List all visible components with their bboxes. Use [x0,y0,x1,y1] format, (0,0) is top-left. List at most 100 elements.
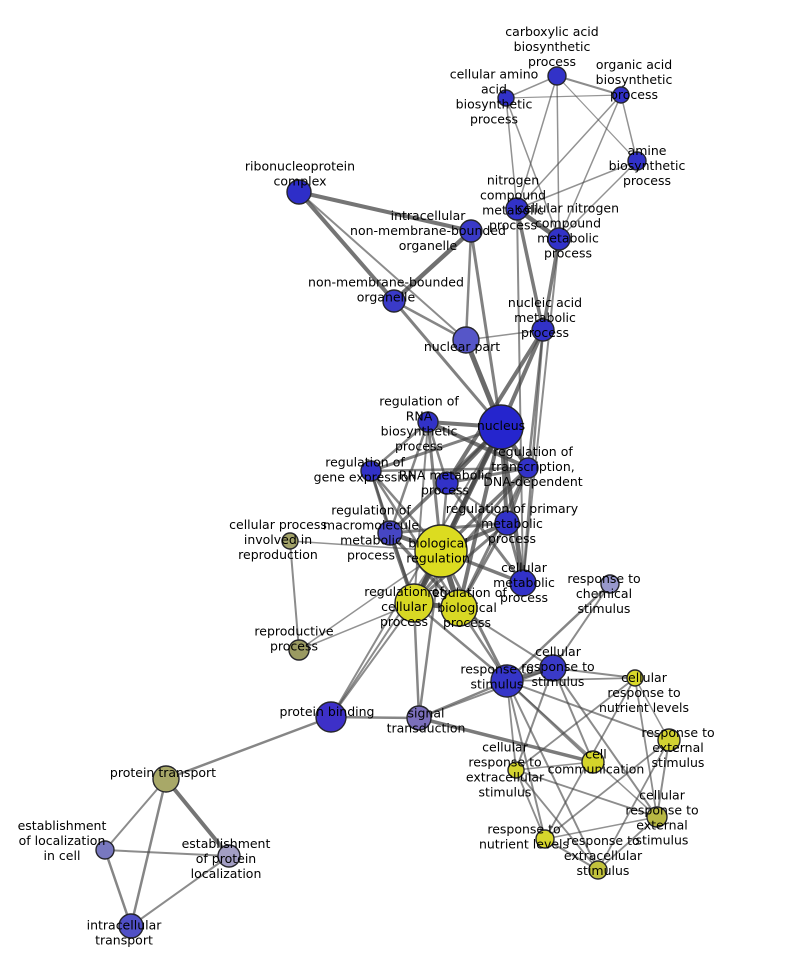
node-cellprorep[interactable] [281,532,299,550]
node-label-prottrans-line1: protein transport [110,765,216,780]
edge-organic--nitrogen [516,94,622,210]
node-label-regmacro-line1: regulation of [331,503,411,518]
node-cellrespstim[interactable] [539,654,567,682]
node-label-carbox-line2: biosynthetic [514,39,591,54]
node-rnamet[interactable] [435,471,459,495]
edge-regcell--protbind [330,602,415,718]
node-label-cellrespextra-line2: response to [468,755,541,770]
node-nucpart[interactable] [452,326,480,354]
edge-amine--nitrogen [516,160,638,210]
node-label-respextra-line3: stimulus [577,863,630,878]
node-label-regcell-line3: process [380,614,428,629]
edge-prottrans--estloccell [104,778,167,851]
node-reggene[interactable] [360,460,382,482]
node-label-cellrespext-line2: response to [625,803,698,818]
node-estprotloc[interactable] [217,844,241,868]
node-label-nucacid-line1: nucleic acid [508,295,582,310]
edge-respext--respextra [597,739,670,871]
node-amino[interactable] [497,89,515,107]
node-label-cellrespnutr-line1: cellular [621,670,668,685]
node-label-estprotloc-line2: of protein [196,851,256,866]
edge-cellrespnutr--respext [634,677,670,741]
node-regmacro[interactable] [377,520,403,546]
node-amine[interactable] [627,151,647,171]
edge-respextra--cellrespext [597,816,658,871]
node-respextra[interactable] [588,860,608,880]
edge-ribo--nucpart [298,191,467,341]
node-label-cellprorep-line3: reproduction [238,547,318,562]
edge-sigtrans--cellcomm [417,716,595,764]
node-ribo[interactable] [286,179,312,205]
node-regbio[interactable] [440,589,478,627]
node-label-carbox-line3: process [528,54,576,69]
node-regprim[interactable] [494,510,520,536]
edge-intranmb--nucpart [464,229,473,342]
node-label-cellnitro-line1: cellular nitrogen [517,201,619,216]
node-cellrespext[interactable] [646,806,668,828]
edge-nucleus--regbio [457,425,503,610]
node-prottrans[interactable] [152,765,180,793]
node-label-respextra-line2: extracellular [564,848,643,863]
node-nucleus[interactable] [478,404,524,450]
node-label-regprim-line1: regulation of primary [446,501,579,516]
edge-cellrespstim--cellrespnutr [552,667,636,679]
node-label-cellcomm-line2: communication [548,762,645,777]
node-nmb[interactable] [382,289,406,313]
node-repro[interactable] [288,639,310,661]
node-label-amine-line1: amine [628,143,667,158]
node-label-amino-line1: cellular amino [450,67,539,82]
node-respstim[interactable] [490,664,524,698]
node-estloccell[interactable] [95,840,115,860]
node-label-regrna-line3: biosynthetic [381,424,458,439]
node-regcell[interactable] [394,583,434,623]
node-label-respchem-line2: chemical [576,586,632,601]
edge-carbox--cellnitro [556,75,560,240]
node-label-regmacro-line3: metabolic [340,533,402,548]
node-label-nucleus-line1: nucleus [477,418,525,433]
edge-regcell--respstim [412,601,509,683]
node-label-intranmb-line3: organelle [399,238,458,253]
node-respext[interactable] [657,728,681,752]
edge-organic--cellnitro [558,94,622,240]
node-label-cellnitro-line2: compound [535,216,601,231]
node-label-intranmb-line2: non-membrane-bounded [350,223,506,238]
node-respnutr[interactable] [535,829,555,849]
node-intratrans[interactable] [118,913,144,939]
node-cellrespextra[interactable] [507,761,525,779]
node-intranmb[interactable] [459,219,483,243]
node-sigtrans[interactable] [406,705,432,731]
node-label-nmb-line1: non-membrane-bounded [308,275,464,290]
node-carbox[interactable] [547,66,567,86]
edge-regrna--regcell [413,421,429,604]
node-label-organic-line2: biosynthetic [596,72,673,87]
node-label-respchem-line1: response to [567,571,640,586]
node-label-nucpart-line1: nuclear part [424,339,500,354]
node-cellrespnutr[interactable] [626,669,644,687]
edge-regcell--repro [298,602,415,651]
node-regtrans[interactable] [517,457,539,479]
edge-cellcomm--cellrespextra [515,761,594,771]
node-label-cellrespnutr-line2: response to [607,685,680,700]
node-respchem[interactable] [600,574,620,594]
node-regrna[interactable] [417,411,439,433]
node-organic[interactable] [612,86,630,104]
edge-respstim--respextra [506,680,599,871]
node-label-nitrogen-line2: compound [480,188,546,203]
edge-intranmb--nucleus [469,229,503,429]
node-label-cellrespext-line4: stimulus [636,833,689,848]
node-cellmet[interactable] [509,569,537,597]
node-label-cellrespext-line1: cellular [639,788,686,803]
node-bioreg[interactable] [414,524,468,578]
node-cellnitro[interactable] [547,227,571,251]
edge-regtrans--rnamet [445,466,530,485]
node-nucacid[interactable] [531,318,555,342]
edge-respstim--cellrespext [506,680,658,818]
edge-cellrespextra--respnutr [515,769,546,840]
nodes-layer [95,66,681,939]
node-label-regcell-line1: regulation of [364,584,444,599]
edge-prottrans--estprotloc [164,777,231,858]
node-nitrogen[interactable] [505,197,529,221]
node-cellcomm[interactable] [581,750,605,774]
node-protbind[interactable] [315,701,347,733]
